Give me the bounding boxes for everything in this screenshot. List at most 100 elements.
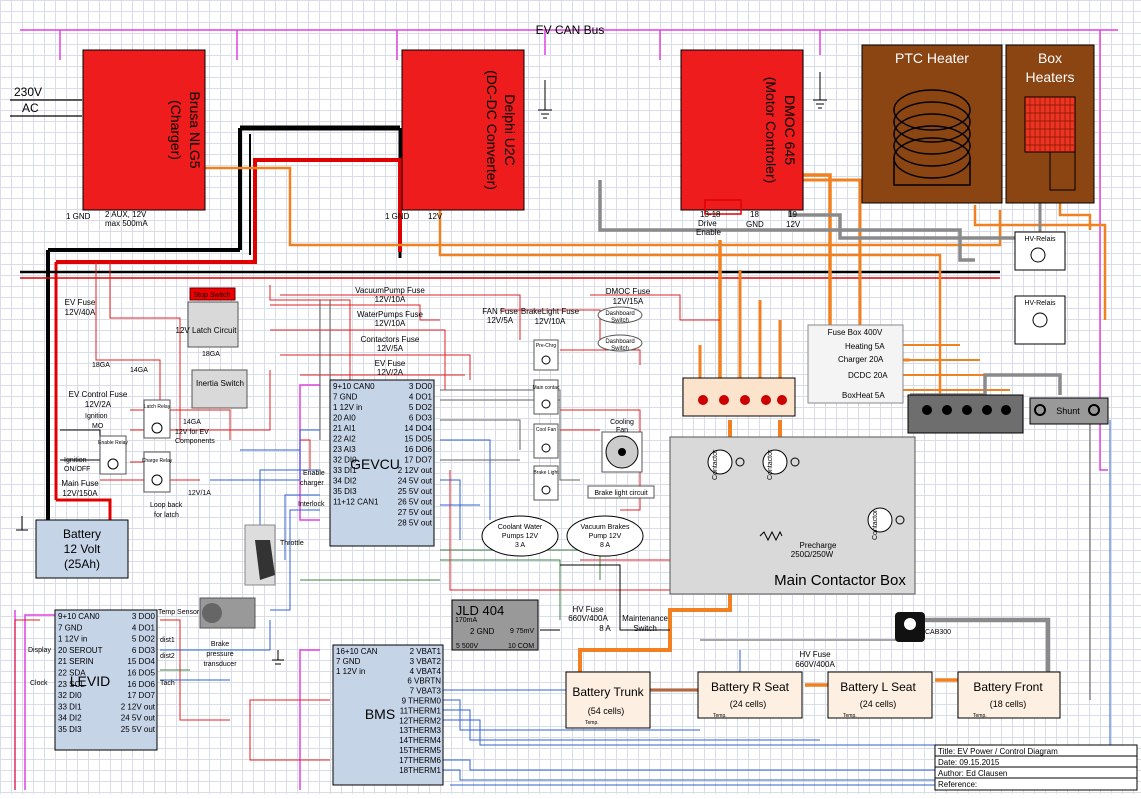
dashboard-switch-1[interactable]: Dashboard Switch xyxy=(597,306,643,324)
ptc-heater-title: PTC Heater xyxy=(895,50,969,66)
throttle-label: Throttle xyxy=(280,540,304,547)
gevcu-left-pin: 35 DI3 xyxy=(333,487,357,496)
latch-circuit[interactable]: 12V Latch Circuit xyxy=(176,301,239,348)
contactor-3-label: Contactor xyxy=(872,509,879,540)
fuse-ev2-rating: 12V/2A xyxy=(377,368,404,377)
levid-left-pin: 1 12V in xyxy=(58,635,87,644)
title-block-title: Title: EV Power / Control Diagram xyxy=(938,747,1058,756)
gevcu-right-pin: 3 DO0 xyxy=(409,382,433,391)
gevcu-right-pin: 6 DO3 xyxy=(409,414,433,423)
jld404-line1: 170mA xyxy=(455,617,478,624)
precharge-resistor-label: 250Ω/250W xyxy=(791,550,834,559)
contactor-3: Contactor xyxy=(867,507,905,540)
signal-wires xyxy=(14,262,1111,790)
gevcu-left-pin: 11+12 CAN1 xyxy=(333,498,379,507)
box-heaters-title: Box xyxy=(1038,50,1062,66)
misc-labels: Ignition MO Ignition ON/OFF 12V for EV C… xyxy=(28,351,325,687)
dcdc-module[interactable]: Delphi U2C (DC-DC Converter) 1 GND 12V xyxy=(385,49,525,221)
fuse-ev-name: EV Fuse xyxy=(65,298,96,307)
gevcu-right-pin: 5 DO2 xyxy=(409,403,433,412)
hv-relay-1-label: HV-Relais xyxy=(1024,236,1056,243)
main-12v-bus xyxy=(20,125,1000,525)
box-heaters[interactable]: Box Heaters xyxy=(1005,44,1095,204)
jld404-line3: 9 75mV xyxy=(510,628,534,635)
fuse-ev-control-name: EV Control Fuse xyxy=(69,390,128,399)
dmoc-enable-label: Enable xyxy=(696,228,721,237)
gevcu-left-pin: 22 AI2 xyxy=(333,435,356,444)
shunt[interactable]: Shunt xyxy=(1029,397,1109,425)
dmoc-module[interactable]: DMOC 645 (Motor Controler) 13-18 Drive E… xyxy=(680,49,804,237)
fuse-contactors-name: Contactors Fuse xyxy=(361,335,420,344)
dashboard-switch-2[interactable]: Dashboard Switch xyxy=(597,334,643,352)
charger-module[interactable]: Brusa NLG5 (Charger) 1 GND 2 AUX, 12V ma… xyxy=(66,49,206,228)
battery-trunk[interactable]: Battery Trunk (54 cells) Temp. xyxy=(565,671,651,729)
contactor-box-title: Main Contactor Box xyxy=(774,572,906,589)
battery-front[interactable]: Battery Front (18 cells) Temp. xyxy=(957,671,1061,719)
fuse-brakelight-name: BrakeLight Fuse xyxy=(521,307,580,316)
gevcu-right-pin: 24 5V out xyxy=(398,477,433,486)
levid-right-pin: 25 5V out xyxy=(121,725,156,734)
battery-r-seat[interactable]: Battery R Seat (24 cells) Temp. xyxy=(697,671,803,719)
latch-relay[interactable]: Latch Relay xyxy=(143,399,171,439)
brake-pressure-label: Brake xyxy=(211,641,229,648)
fuse-ev-rating: 12V/40A xyxy=(65,308,96,317)
battery-12v[interactable]: Battery 12 Volt (25Ah) xyxy=(35,519,129,579)
can-bus-label: EV CAN Bus xyxy=(536,23,605,37)
current-sensor[interactable]: CAB300 xyxy=(895,612,951,642)
fuse-vacuum-name: VacuumPump Fuse xyxy=(355,286,425,295)
ignition-onoff-label: Ignition xyxy=(64,457,87,464)
precharge-label: Precharge xyxy=(800,541,837,550)
ptc-heater[interactable]: PTC Heater xyxy=(861,44,1003,204)
battery-r-seat-cells: (24 cells) xyxy=(730,699,767,709)
levid-left-pin: 34 DI2 xyxy=(58,714,82,723)
dist1-label: dist1 xyxy=(160,637,175,644)
fuse-12v1a-label: 12V/1A xyxy=(188,490,211,497)
ignition-onoff-label2: ON/OFF xyxy=(64,466,90,473)
brake-pressure-label2: pressure xyxy=(206,651,233,658)
hv-relay-1[interactable]: HV-Relais xyxy=(1014,231,1066,271)
gevcu-left-pin: 23 AI3 xyxy=(333,445,356,454)
stop-switch-label: Stop Switch xyxy=(194,292,231,299)
brake-pressure-label3: transducer xyxy=(203,661,237,668)
gevcu-right-pin: 4 DO1 xyxy=(409,393,433,402)
bms-right-pin: 3 VBAT2 xyxy=(410,657,442,666)
levid-left-pin: 20 SEROUT xyxy=(58,646,103,655)
fuse-waterpumps-rating: 12V/10A xyxy=(375,319,406,328)
battery-l-seat-temp: Temp. xyxy=(843,713,857,719)
cooling-fan[interactable]: Cooling Fan xyxy=(601,419,643,473)
shunt-label: Shunt xyxy=(1056,406,1080,416)
latch-relay-label: Latch Relay xyxy=(144,404,171,410)
brake-light-circuit[interactable]: Brake light circuit xyxy=(587,485,655,499)
battery-l-seat[interactable]: Battery L Seat (24 cells) Temp. xyxy=(827,671,933,719)
charger-gnd-label: 1 GND xyxy=(66,212,91,221)
contactor-2: Contactor xyxy=(762,449,800,480)
charger2-label: charger xyxy=(300,480,324,487)
gevcu-right-pin: 2 12V out xyxy=(398,466,433,475)
charge-relay[interactable]: Charge Relay xyxy=(142,451,173,493)
enable-relay[interactable]: Enable Relay xyxy=(98,435,128,475)
levid-left-pin: 7 GND xyxy=(58,623,83,632)
main-contactor-box[interactable]: Main Contactor Box Contactor Contactor C… xyxy=(669,436,916,595)
maintenance-switch-l1: Maintenance xyxy=(622,614,668,623)
fuse-dmoc-rating: 12V/15A xyxy=(613,297,644,306)
dashboard-switch-2-sub: Switch xyxy=(611,346,629,352)
jld404-meter[interactable]: JLD 404 170mA 2 GND 9 75mV 5 500V 10 COM xyxy=(451,599,539,651)
vacuum-pump[interactable]: Vacuum Brakes Pump 12V 8 A xyxy=(566,515,644,557)
gevcu-left-pin: 34 DI2 xyxy=(333,477,357,486)
inertia-switch[interactable]: Inertia Switch xyxy=(191,369,248,409)
coolant-pumps-l3: 3 A xyxy=(515,542,525,549)
stop-switch[interactable]: Stop Switch xyxy=(189,287,236,301)
coolant-pumps-l1: Coolant Water xyxy=(498,524,543,531)
gevcu-title: GEVCU xyxy=(350,456,400,472)
coolant-pumps[interactable]: Coolant Water Pumps 12V 3 A xyxy=(481,515,559,557)
hv-relay-2[interactable]: HV-Relais xyxy=(1014,295,1066,345)
levid-left-pin: 9+10 CAN0 xyxy=(58,612,100,621)
dmoc-v-pin: 19 xyxy=(788,210,797,219)
fuse-box-400v[interactable]: Fuse Box 400V Heating 5A Charger 20A DCD… xyxy=(807,324,904,404)
levid-left-pin: 22 SDA xyxy=(58,669,86,678)
